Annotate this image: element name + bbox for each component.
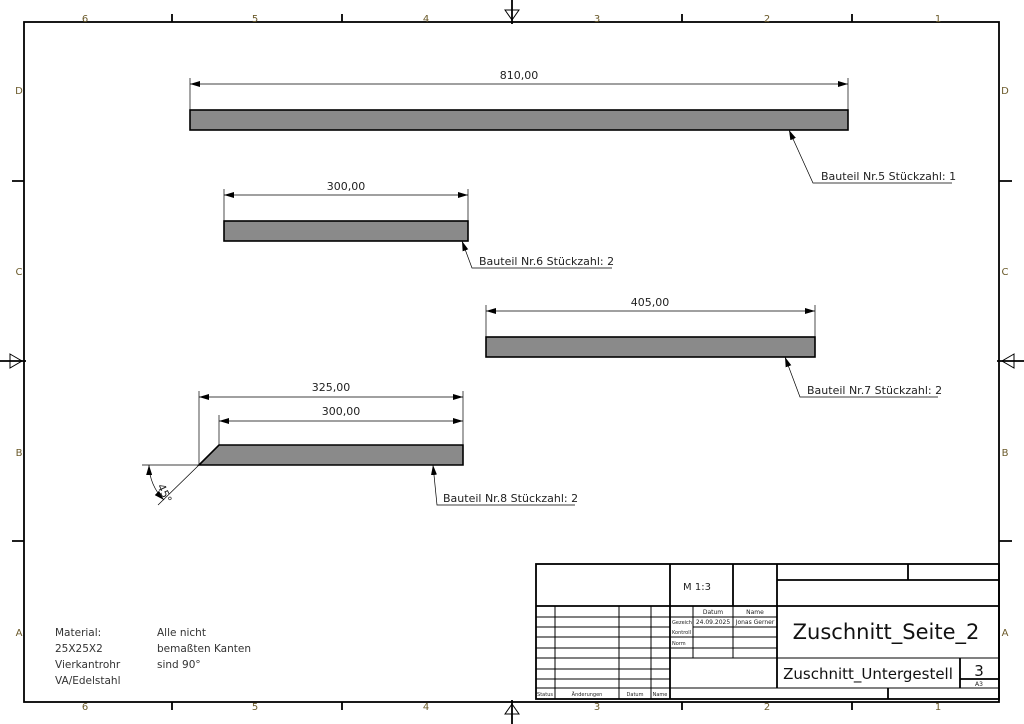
note-line: 25X25X2 [55, 643, 103, 655]
part-profile [485, 336, 816, 358]
zone-ticks [12, 14, 1012, 710]
part-profile [189, 109, 849, 131]
dimension-text: 405,00 [631, 296, 670, 309]
note-line: Alle nicht [157, 627, 206, 639]
zone-row-label: B [16, 448, 23, 459]
drawn-date: 24.09.2025 [696, 619, 731, 626]
zone-row-label: C [1002, 267, 1009, 278]
dimension-text-overall: 325,00 [312, 381, 351, 394]
header-name: Name [746, 609, 764, 616]
note-line: Material: [55, 627, 101, 639]
zone-row-label: B [1002, 448, 1009, 459]
angle-arc [146, 464, 165, 501]
dimension-text: 300,00 [327, 180, 366, 193]
material-note: Material: 25X25X2 Vierkantrohr VA/Edelst… [55, 627, 251, 687]
zone-col-label: 4 [423, 14, 429, 25]
sheet-number: 3 [974, 662, 984, 680]
part-6: 300,00 Bauteil Nr.6 Stückzahl: 2 [223, 180, 614, 269]
header-datum: Datum [703, 609, 723, 616]
part-profile [223, 220, 469, 242]
revision-name: Name [653, 692, 668, 698]
drawing-subtitle: Zuschnitt_Untergestell [783, 665, 953, 684]
part-8: 325,00 300,00 45° Bauteil Nr.8 Stückzahl… [142, 381, 578, 506]
note-line: VA/Edelstahl [55, 675, 121, 687]
part-label: Bauteil Nr.6 Stückzahl: 2 [479, 255, 614, 268]
row-kontroll: Kontroll [672, 630, 691, 636]
row-gezeich: Gezeich [672, 620, 692, 626]
drawn-by: Jonas Gerner [735, 619, 775, 626]
zone-col-label: 1 [935, 14, 941, 25]
scale-text: M 1:3 [683, 582, 711, 593]
zone-row-label: A [16, 628, 23, 639]
revision-changes: Änderungen [572, 691, 603, 698]
zone-col-label: 2 [764, 14, 770, 25]
zone-col-label: 6 [82, 702, 88, 713]
zone-col-label: 4 [423, 702, 429, 713]
note-line: Vierkantrohr [55, 659, 121, 671]
part-label: Bauteil Nr.7 Stückzahl: 2 [807, 384, 942, 397]
zone-col-label: 2 [764, 702, 770, 713]
part-7: 405,00 Bauteil Nr.7 Stückzahl: 2 [485, 296, 942, 398]
row-norm: Norm [672, 641, 686, 647]
dimension-text: 300,00 [322, 405, 361, 418]
zone-col-label: 3 [594, 14, 600, 25]
drawing-title: Zuschnitt_Seite_2 [793, 620, 980, 645]
part-5: 810,00 Bauteil Nr.5 Stückzahl: 1 [189, 69, 956, 184]
title-block: M 1:3 Datum Name Gezeich Kontroll Norm 2… [535, 563, 1000, 700]
zone-col-label: 5 [252, 702, 258, 713]
zone-col-label: 1 [935, 702, 941, 713]
revision-date: Datum [627, 692, 644, 698]
sheet-format: A3 [975, 681, 983, 688]
revision-status: Status [537, 692, 553, 698]
dimension-text: 810,00 [500, 69, 539, 82]
zone-row-label: A [1002, 628, 1009, 639]
part-label: Bauteil Nr.8 Stückzahl: 2 [443, 492, 578, 505]
zone-col-label: 5 [252, 14, 258, 25]
zone-row-label: C [16, 267, 23, 278]
zone-row-label: D [1001, 86, 1009, 97]
part-profile [197, 444, 464, 466]
zone-row-label: D [15, 86, 23, 97]
note-line: sind 90° [157, 659, 201, 671]
zone-labels: 6 5 4 3 2 1 6 5 4 3 2 1 D C B A D C B A [15, 14, 1009, 713]
part-label: Bauteil Nr.5 Stückzahl: 1 [821, 170, 956, 183]
zone-col-label: 3 [594, 702, 600, 713]
zone-col-label: 6 [82, 14, 88, 25]
note-line: bemaßten Kanten [157, 643, 251, 655]
